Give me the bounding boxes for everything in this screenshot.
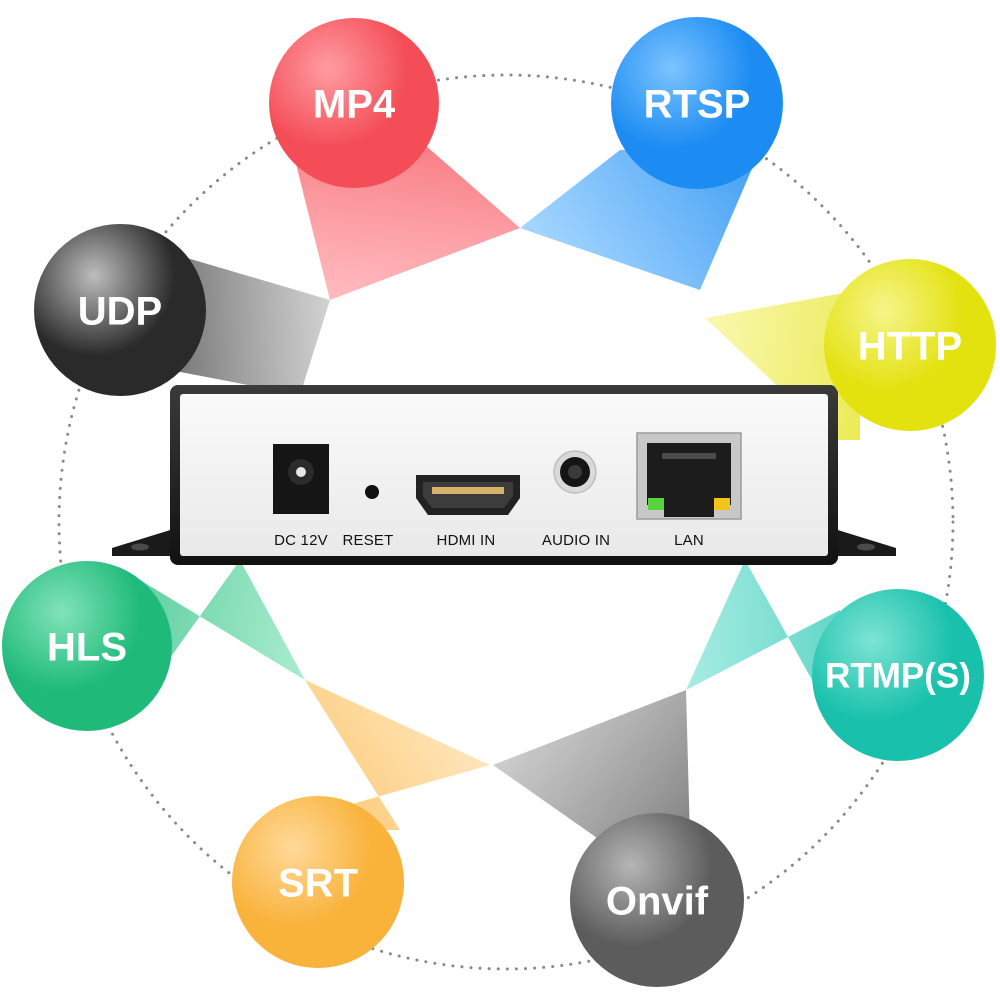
protocol-label-rtmps: RTMP(S) xyxy=(825,657,971,696)
protocol-badge-http xyxy=(824,259,996,431)
protocol-badge-onvif xyxy=(570,813,744,987)
encoder-device: DC 12V RESET HDMI IN AUDIO IN LAN xyxy=(112,385,896,565)
right-mount-hole xyxy=(857,543,875,551)
protocol-circle-onvif: Onvif xyxy=(570,813,744,987)
dotted-orbit-ring xyxy=(57,73,955,971)
reset-pinhole xyxy=(365,485,379,499)
protocol-label-http: HTTP xyxy=(858,324,962,368)
beam-srt xyxy=(260,680,490,830)
protocol-badge-rtmps xyxy=(812,589,984,761)
protocol-circle-group: MP4 RTSP HTTP RTMP(S) Onvif SRT HLS UDP xyxy=(2,17,996,987)
protocol-badge-rtsp xyxy=(611,17,783,189)
protocol-circle-http: HTTP xyxy=(824,259,996,431)
hdmi-port xyxy=(416,475,520,515)
protocol-label-srt: SRT xyxy=(278,861,358,905)
left-mount-hole xyxy=(131,543,149,551)
protocol-badge-udp xyxy=(34,224,206,396)
right-mounting-ear xyxy=(828,527,896,556)
protocol-circle-srt: SRT xyxy=(232,796,404,968)
protocol-label-hls: HLS xyxy=(47,625,127,669)
lan-activity-led xyxy=(714,498,730,510)
protocol-circle-hls: HLS xyxy=(2,561,172,731)
beam-hls xyxy=(140,560,305,700)
protocol-badge-srt xyxy=(232,796,404,968)
beam-onvif xyxy=(493,690,690,840)
lan-link-led xyxy=(648,498,664,510)
protocol-label-udp: UDP xyxy=(78,289,162,333)
audio-jack xyxy=(553,450,597,494)
protocol-circle-rtmps: RTMP(S) xyxy=(812,589,984,761)
lan-port xyxy=(636,432,742,520)
protocol-circle-rtsp: RTSP xyxy=(611,17,783,189)
protocol-badge-mp4 xyxy=(269,18,439,188)
reset-port-label: RESET xyxy=(342,532,393,549)
protocol-label-rtsp: RTSP xyxy=(644,82,751,126)
lan-port-label: LAN xyxy=(674,532,704,549)
left-mounting-ear xyxy=(112,527,180,556)
protocol-badge-hls xyxy=(2,561,172,731)
protocol-label-onvif: Onvif xyxy=(606,879,709,923)
dc-port-label: DC 12V xyxy=(274,532,328,549)
dc-jack-pin xyxy=(296,467,306,477)
protocol-circle-udp: UDP xyxy=(34,224,206,396)
protocol-label-mp4: MP4 xyxy=(313,82,396,126)
protocol-circle-mp4: MP4 xyxy=(269,18,439,188)
audio-port-label: AUDIO IN xyxy=(542,532,610,549)
hdmi-port-label: HDMI IN xyxy=(437,532,496,549)
beam-rtmps xyxy=(686,560,840,730)
